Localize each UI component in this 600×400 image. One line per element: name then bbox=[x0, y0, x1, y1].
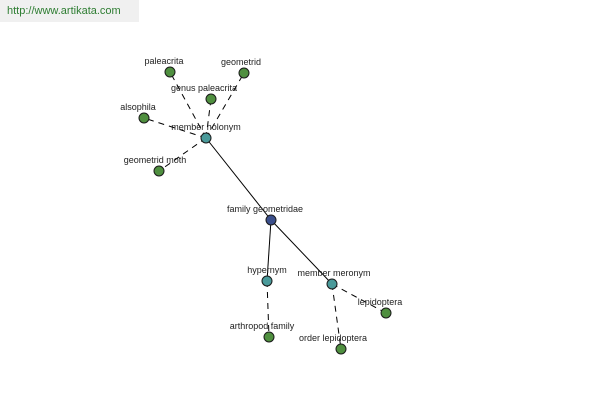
node-label-geometrid: geometrid bbox=[221, 57, 261, 67]
node-member-holonym[interactable] bbox=[200, 132, 212, 144]
node-arthropod-family[interactable] bbox=[263, 331, 275, 343]
edge-hypernym-to-arthropod-family bbox=[266, 280, 270, 338]
labels-layer: family geometridae member holonym hypernym… bbox=[120, 56, 402, 343]
node-label-order-lepidoptera: order lepidoptera bbox=[299, 333, 367, 343]
node-genus-paleacrita[interactable] bbox=[205, 93, 217, 105]
node-alsophila[interactable] bbox=[138, 112, 150, 124]
node-label-hypernym: hypernym bbox=[247, 265, 287, 275]
node-label-paleacrita: paleacrita bbox=[144, 56, 183, 66]
node-label-member-holonym: member holonym bbox=[171, 122, 241, 132]
node-paleacrita[interactable] bbox=[164, 66, 176, 78]
node-family-geometridae[interactable] bbox=[265, 214, 277, 226]
node-label-family-geometridae: family geometridae bbox=[227, 204, 303, 214]
edge-family-geometridae-to-hypernym bbox=[266, 219, 272, 282]
node-lepidoptera[interactable] bbox=[380, 307, 392, 319]
edge-member-holonym-to-geometrid-moth bbox=[158, 137, 207, 172]
node-label-alsophila: alsophila bbox=[120, 102, 156, 112]
node-label-lepidoptera: lepidoptera bbox=[358, 297, 403, 307]
node-label-arthropod-family: arthropod family bbox=[230, 321, 295, 331]
node-label-geometrid-moth: geometrid moth bbox=[124, 155, 187, 165]
edge-family-geometridae-to-member-meronym bbox=[270, 219, 333, 285]
edges-layer bbox=[143, 71, 387, 350]
node-label-member-meronym: member meronym bbox=[297, 268, 370, 278]
edge-member-holonym-to-geometrid bbox=[205, 72, 245, 139]
source-link[interactable]: http://www.artikata.com bbox=[0, 0, 139, 22]
node-label-genus-paleacrita: genus paleacrita bbox=[171, 83, 237, 93]
node-geometrid[interactable] bbox=[238, 67, 250, 79]
edge-member-holonym-to-genus-paleacrita bbox=[205, 98, 212, 139]
node-member-meronym[interactable] bbox=[326, 278, 338, 290]
edge-member-holonym-to-paleacrita bbox=[169, 71, 207, 139]
node-geometrid-moth[interactable] bbox=[153, 165, 165, 177]
node-order-lepidoptera[interactable] bbox=[335, 343, 347, 355]
edge-family-geometridae-to-member-holonym bbox=[205, 137, 272, 221]
nodes-layer bbox=[138, 66, 392, 355]
node-hypernym[interactable] bbox=[261, 275, 273, 287]
